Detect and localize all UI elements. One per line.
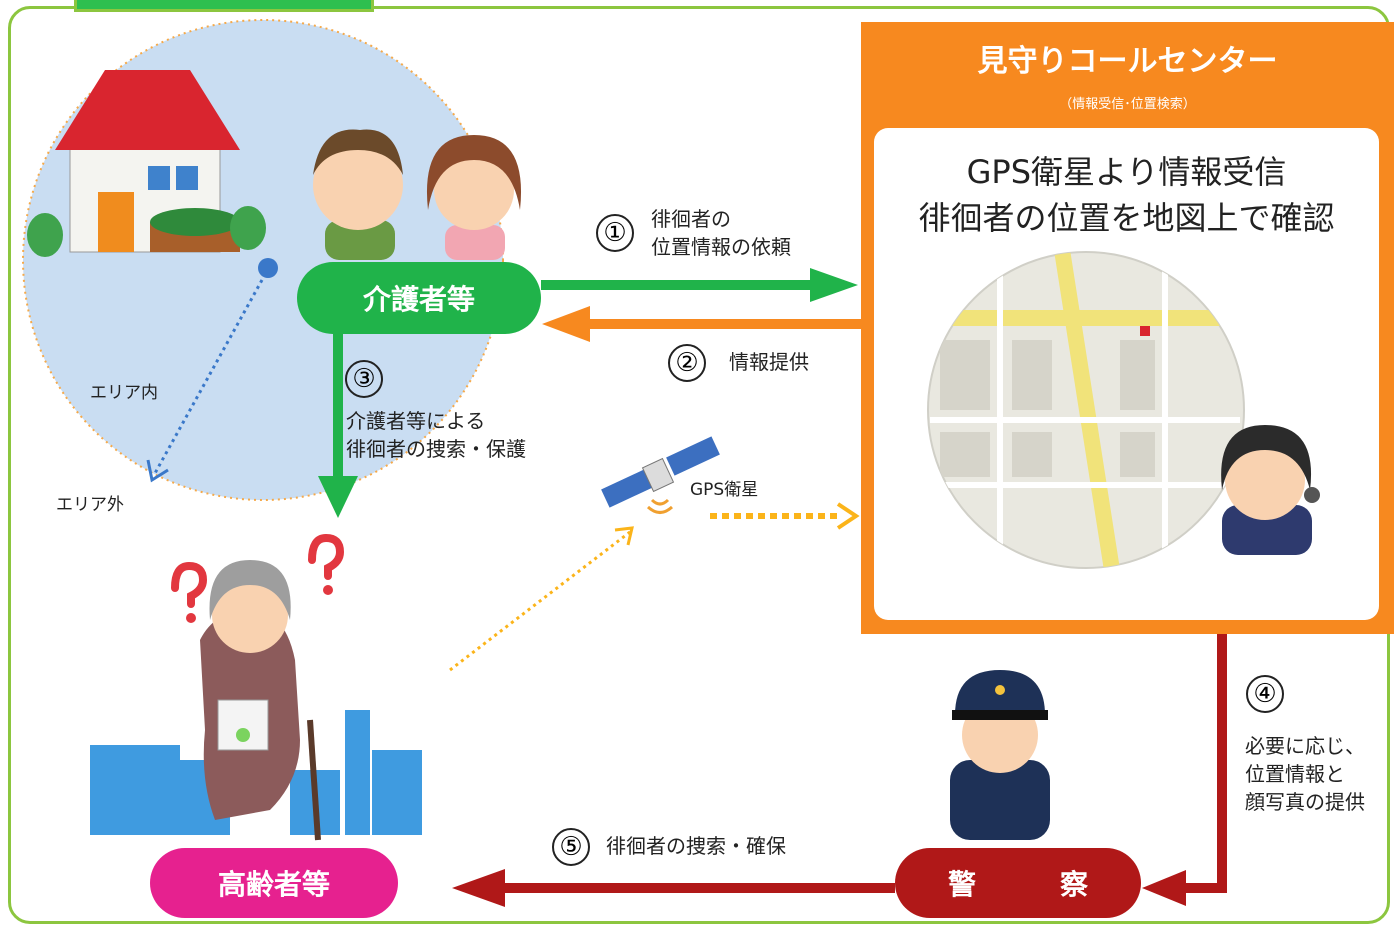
call-center-title: 見守りコールセンター bbox=[977, 44, 1278, 79]
step-1-text: 徘徊者の位置情報の依頼 bbox=[651, 207, 791, 259]
satellite-icon bbox=[601, 436, 720, 514]
step-4-text: 必要に応じ、位置情報と顔写真の提供 bbox=[1245, 734, 1365, 814]
elderly-person-illustration bbox=[171, 533, 345, 841]
header-tab bbox=[74, 0, 374, 12]
police-officer-illustration bbox=[950, 670, 1050, 840]
area-inside-label: エリア内 bbox=[90, 383, 158, 403]
area-outside-label: エリア外 bbox=[56, 495, 124, 515]
satellite-label: GPS衛星 bbox=[690, 480, 759, 500]
step-1-number: ① bbox=[596, 214, 634, 252]
caregivers-illustration bbox=[313, 129, 522, 260]
step-2-text: 情報提供 bbox=[729, 350, 809, 374]
center-line-1: GPS衛星より情報受信 bbox=[966, 153, 1287, 191]
step-3-number: ③ bbox=[345, 360, 383, 398]
step-2-number: ② bbox=[668, 344, 706, 382]
elderly-node: 高齢者等 bbox=[150, 848, 398, 918]
step-3-text: 介護者等による徘徊者の捜索・保護 bbox=[346, 409, 526, 461]
police-node: 警 察 bbox=[895, 848, 1141, 918]
house-icon bbox=[27, 70, 266, 257]
step-4-number: ④ bbox=[1246, 675, 1284, 713]
caregiver-node: 介護者等 bbox=[297, 262, 541, 334]
step-5-text: 徘徊者の捜索・確保 bbox=[606, 834, 786, 858]
step-5-number: ⑤ bbox=[552, 828, 590, 866]
center-line-2: 徘徊者の位置を地図上で確認 bbox=[918, 199, 1335, 237]
call-center-subtitle: （情報受信･位置検索） bbox=[1059, 97, 1196, 112]
